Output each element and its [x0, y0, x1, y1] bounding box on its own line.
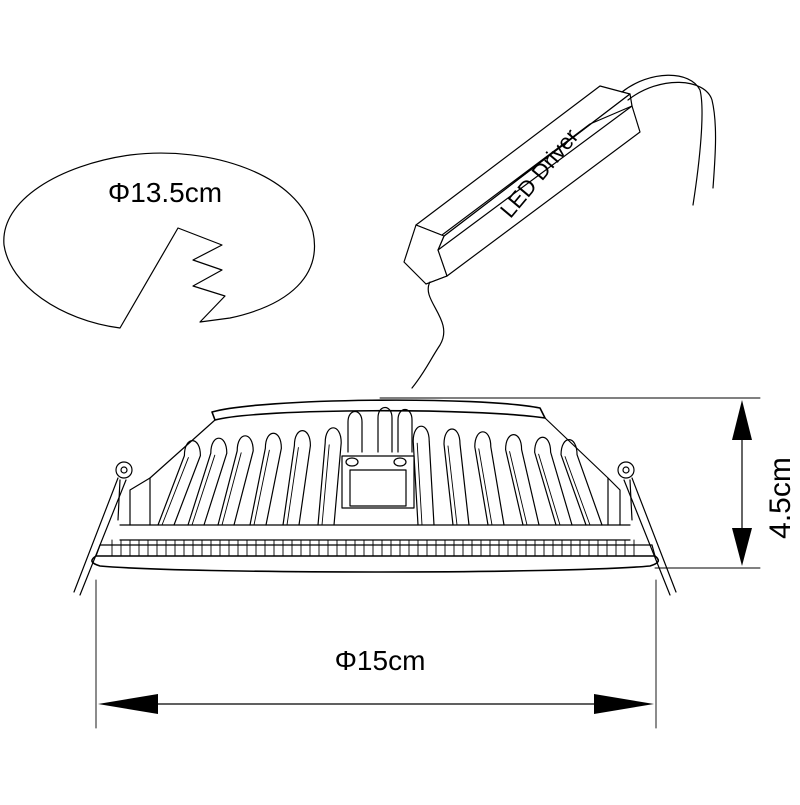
height-arrow-down	[732, 528, 752, 566]
heat-sink-fin	[560, 439, 603, 526]
driver-cable	[411, 281, 445, 389]
diameter-arrow-right	[594, 694, 654, 714]
heat-sink-fin	[377, 406, 393, 453]
heat-sink-fin	[443, 428, 470, 526]
heat-sink-fin	[157, 440, 201, 526]
spring-clip-left	[73, 461, 133, 596]
cutout-callout: Φ13.5cm	[3, 152, 315, 329]
outer-diameter-label: Φ15cm	[335, 645, 426, 676]
cutout-outline	[3, 152, 315, 329]
heat-sink-top	[211, 399, 546, 421]
spring-clip-right	[617, 461, 677, 596]
heat-sink-fin	[187, 437, 228, 526]
heat-sink-fin	[249, 432, 282, 526]
height-arrow-up	[732, 400, 752, 440]
height-dimension: 4.5cm	[379, 397, 797, 569]
trim-ring	[91, 555, 660, 573]
heat-sink-fin	[282, 430, 311, 526]
trim-notches	[111, 539, 635, 557]
heat-sink-fin	[397, 408, 413, 453]
heat-sink-fin	[534, 436, 573, 526]
heat-sink-fins	[129, 406, 621, 526]
heat-sink-fin	[474, 431, 505, 526]
driver-wire-2	[627, 81, 717, 189]
diameter-dimension: Φ15cm	[95, 579, 657, 729]
heat-sink-fin	[317, 427, 342, 526]
led-driver: LED Driver	[403, 74, 717, 389]
heat-sink-fin	[347, 410, 363, 453]
heat-sink-fin	[505, 434, 540, 526]
height-label: 4.5cm	[764, 457, 797, 539]
terminal-block	[341, 455, 415, 509]
heat-sink-fin	[412, 425, 435, 526]
heat-sink-fin	[217, 435, 254, 526]
driver-wire-1	[621, 74, 703, 206]
cutout-diameter-label: Φ13.5cm	[108, 177, 222, 208]
downlight-body	[73, 399, 677, 596]
diameter-arrow-left	[98, 694, 158, 714]
